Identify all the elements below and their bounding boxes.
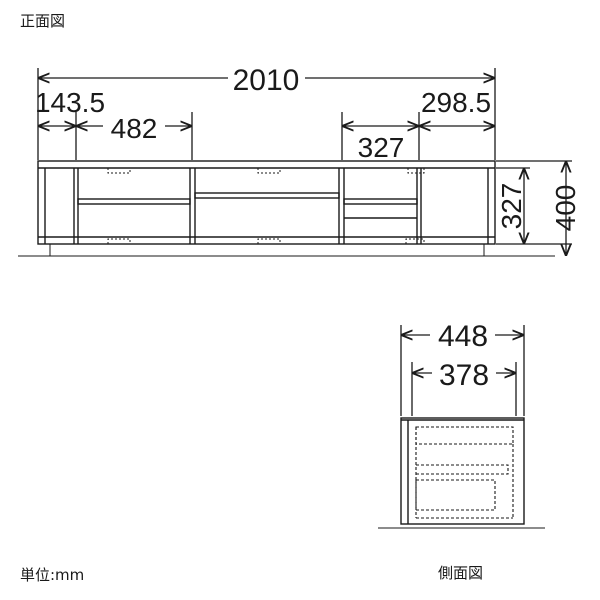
front-view — [18, 160, 555, 257]
units-label: 単位:mm — [20, 566, 85, 584]
dim-inner-height: 327 — [496, 183, 527, 230]
front-view-title: 正面図 — [20, 12, 66, 30]
dim-left-offset: 143.5 — [35, 87, 105, 118]
dim-total-height: 400 — [550, 185, 581, 232]
side-outer-body — [400, 417, 525, 525]
dim-right-cabinet-width: 327 — [358, 132, 405, 163]
front-dimension-lines — [37, 68, 572, 256]
dim-total-width: 2010 — [233, 64, 300, 97]
side-view — [378, 417, 545, 529]
side-view-title: 側面図 — [438, 564, 484, 582]
dim-right-offset: 298.5 — [421, 87, 491, 118]
front-outer-frame — [37, 160, 496, 245]
dim-side-total-depth: 448 — [438, 320, 488, 353]
side-dimension-lines — [400, 325, 525, 416]
dim-left-cabinet-width: 482 — [111, 113, 158, 144]
dim-side-inner-depth: 378 — [439, 359, 489, 392]
